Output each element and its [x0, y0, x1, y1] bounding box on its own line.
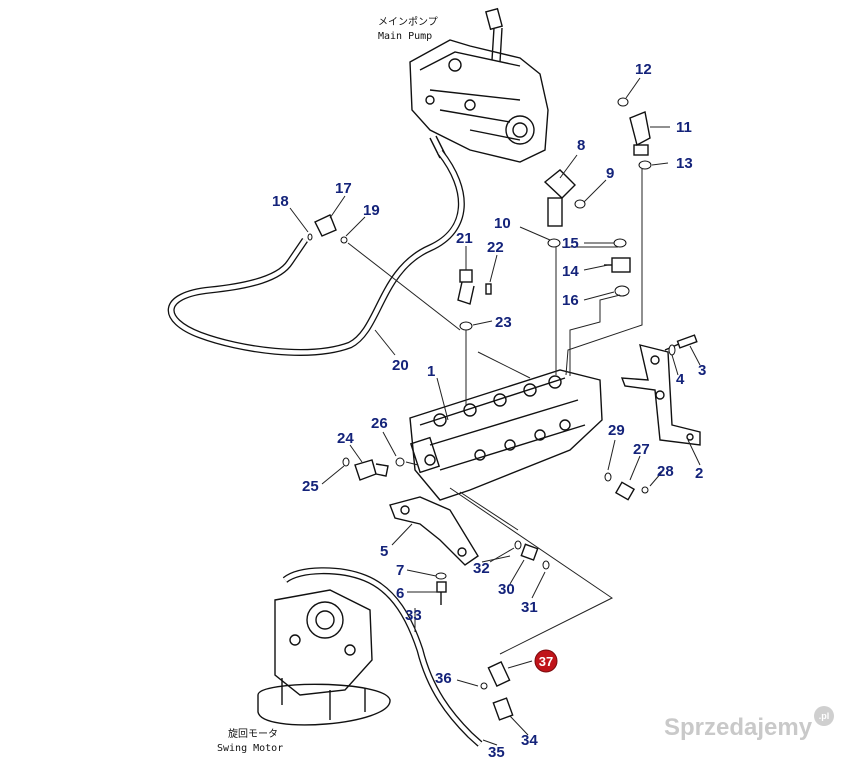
callout-20: 20: [392, 357, 409, 374]
callout-16: 16: [562, 292, 579, 309]
control-valve: [409, 369, 603, 501]
callout-35: 35: [488, 744, 505, 761]
callout-36: 36: [435, 670, 452, 687]
main-pump-caption-jp: メインポンプ: [378, 16, 438, 28]
callout-2: 2: [695, 465, 703, 482]
oring-19: [340, 236, 348, 244]
oring-18: [307, 233, 313, 241]
callout-3: 3: [698, 362, 706, 379]
callout-5: 5: [380, 543, 388, 560]
callout-34: 34: [521, 732, 538, 749]
leader-lines: [289, 77, 701, 746]
main-pump: [409, 7, 549, 163]
oring-32: [514, 540, 522, 550]
callout-28: 28: [657, 463, 674, 480]
fitting-34: [492, 697, 514, 721]
elbow-17: [314, 214, 337, 237]
elbow-11: [629, 111, 651, 156]
callout-14: 14: [562, 263, 579, 280]
bolt-6: [436, 581, 447, 605]
callout-15: 15: [562, 235, 579, 252]
callout-1: 1: [427, 363, 435, 380]
callout-24: 24: [337, 430, 354, 447]
fitting-30: [520, 543, 539, 561]
bracket-2: [620, 344, 701, 446]
elbow-24: [354, 459, 389, 481]
callout-8: 8: [577, 137, 585, 154]
callout-21: 21: [456, 230, 473, 247]
callout-33: 33: [405, 607, 422, 624]
watermark-text: Sprzedajemy: [664, 714, 813, 741]
callout-11: 11: [676, 119, 692, 136]
callout-22: 22: [487, 239, 504, 256]
callout-37: 37: [539, 654, 553, 669]
oring-12: [617, 97, 629, 107]
elbow-21: [457, 269, 475, 305]
callout-32: 32: [473, 560, 490, 577]
oring-36: [480, 682, 488, 690]
oring-28: [641, 486, 649, 494]
oring-29: [604, 472, 612, 482]
oring-15: [613, 238, 627, 248]
callout-26: 26: [371, 415, 388, 432]
callout-29: 29: [608, 422, 625, 439]
callout-27: 27: [633, 441, 650, 458]
callout-10: 10: [494, 215, 511, 232]
oring-10: [547, 238, 561, 248]
fitting-27: [614, 481, 636, 501]
swing-motor-caption-en: Swing Motor: [217, 743, 283, 754]
callout-37-highlight: 37: [534, 649, 558, 673]
main-pump-caption-en: Main Pump: [378, 31, 432, 42]
callout-31: 31: [521, 599, 538, 616]
elbow-8: [543, 169, 576, 227]
washer-4: [668, 344, 676, 356]
callout-9: 9: [606, 165, 614, 182]
callout-18: 18: [272, 193, 289, 210]
hose-33: [282, 567, 483, 747]
callout-6: 6: [396, 585, 404, 602]
callout-23: 23: [495, 314, 512, 331]
callout-4: 4: [676, 371, 685, 388]
callout-17: 17: [335, 180, 352, 197]
fitting-37: [487, 661, 511, 687]
oring-23: [459, 321, 473, 331]
swing-motor-caption-jp: 旋回モータ: [228, 727, 278, 740]
callouts: 1 2 3 4 5 6 7 8 9 10 11 12 13 14 15 16 1…: [272, 61, 706, 761]
pin-22: [485, 283, 492, 295]
washer-7: [435, 572, 447, 580]
callout-25: 25: [302, 478, 319, 495]
callout-12: 12: [635, 61, 652, 78]
callout-30: 30: [498, 581, 515, 598]
swing-motor: [257, 589, 391, 726]
hose-20: [167, 149, 465, 356]
callout-13: 13: [676, 155, 693, 172]
clamp-5: [389, 496, 479, 566]
pipe-lines: [347, 168, 643, 655]
watermark: Sprzedajemy .pl: [664, 706, 834, 741]
callout-19: 19: [363, 202, 380, 219]
callout-7: 7: [396, 562, 404, 579]
oring-13: [638, 160, 652, 170]
oring-31: [542, 560, 550, 570]
oring-9: [574, 199, 586, 209]
oring-26: [395, 457, 405, 467]
watermark-badge: .pl: [819, 711, 830, 721]
oring-25: [342, 457, 350, 467]
oring-16: [614, 285, 630, 297]
